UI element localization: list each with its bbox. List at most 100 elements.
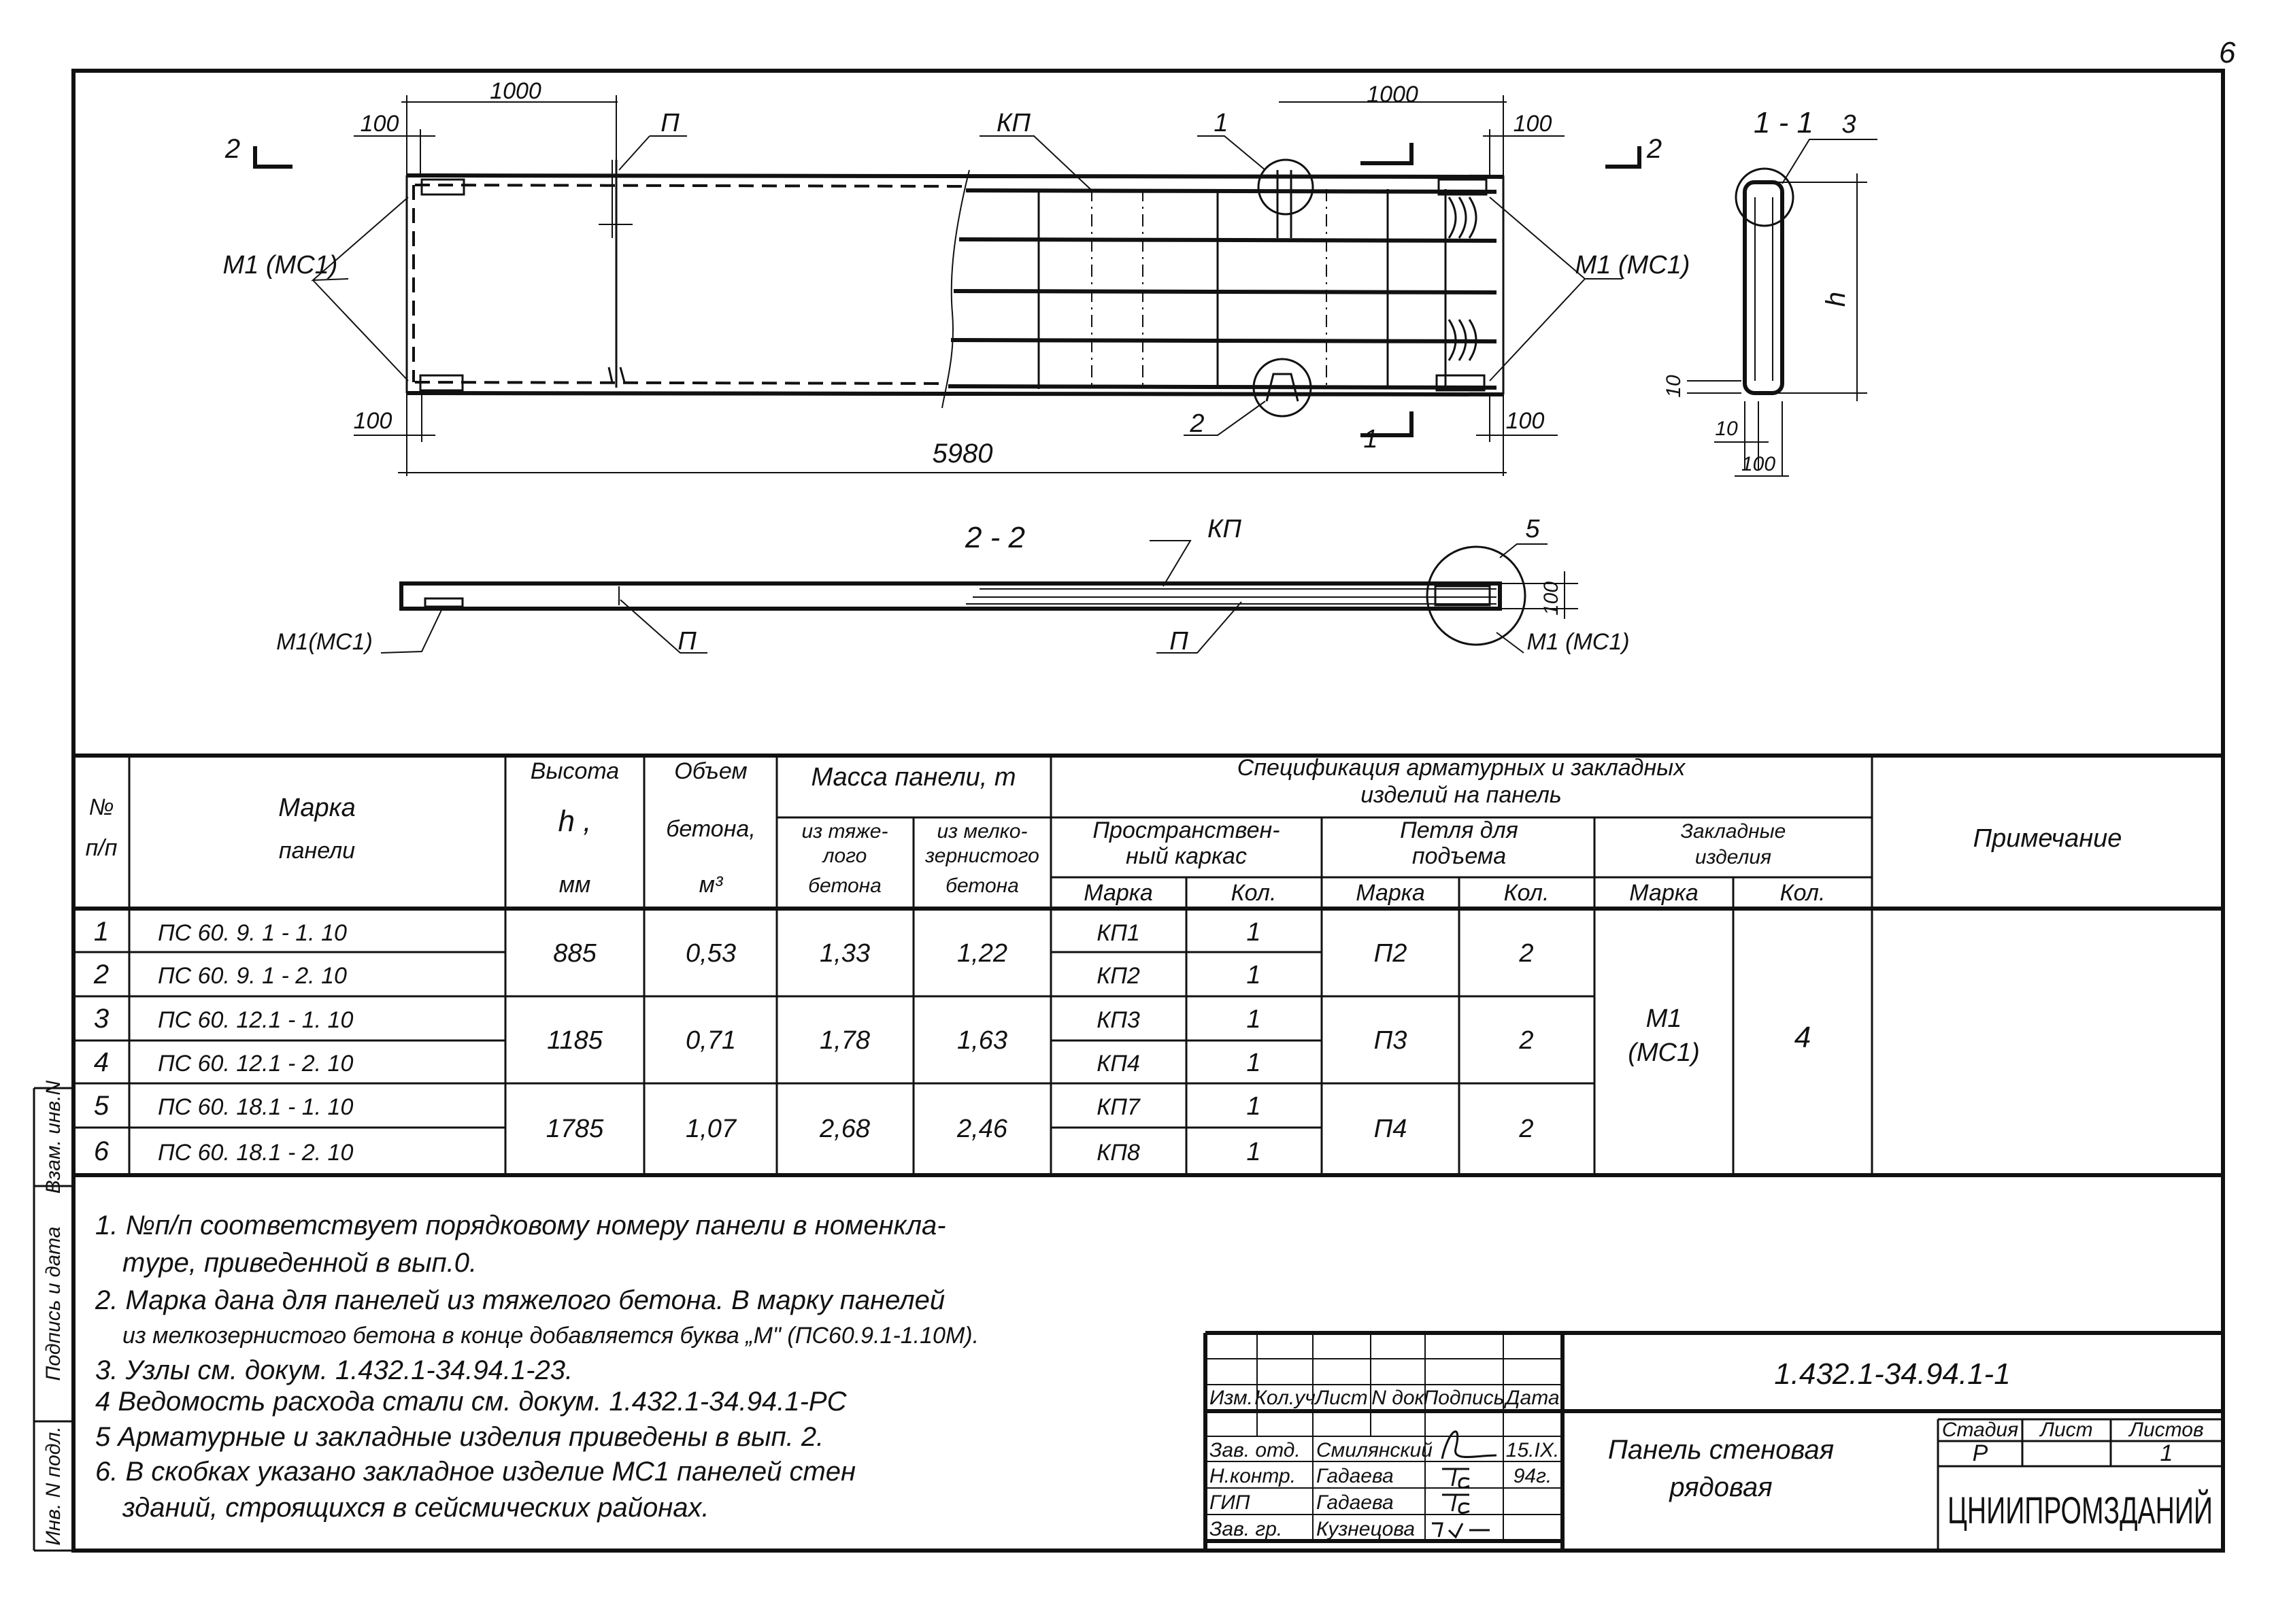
header-frame: Пространствен- bbox=[1092, 817, 1280, 843]
dimension-label: 1000 bbox=[490, 78, 541, 104]
callout-label-m1: М1 (МС1) bbox=[223, 251, 338, 280]
row-frame: КП7 bbox=[1097, 1094, 1141, 1120]
dimension-label: 100 bbox=[1514, 111, 1552, 137]
group-height: 1185 bbox=[547, 1026, 603, 1055]
header-mass-fine: из мелко- bbox=[937, 820, 1028, 843]
row-frame: КП4 bbox=[1097, 1051, 1140, 1077]
group-mass-fine: 1,22 bbox=[957, 939, 1007, 968]
group-volume: 0,53 bbox=[686, 939, 736, 968]
callout-label-m1: М1 (МС1) bbox=[1526, 629, 1629, 655]
note-line: 2. Марка дана для панелей из тяжелого бе… bbox=[95, 1285, 945, 1315]
sheet-label: Лист bbox=[2039, 1419, 2092, 1441]
embedded-qty: 4 bbox=[1794, 1021, 1811, 1054]
dimension-label: 100 bbox=[1506, 408, 1545, 434]
header-height-unit: мм bbox=[559, 872, 591, 898]
row-mark: ПС 60. 18.1 - 1. 10 bbox=[158, 1094, 353, 1120]
row-frame: КП2 bbox=[1097, 963, 1140, 989]
embedded-mark: (МС1) bbox=[1628, 1038, 1700, 1067]
group-loop: П2 bbox=[1374, 939, 1407, 968]
embedded-mark: М1 bbox=[1646, 1004, 1682, 1033]
note-line: 6. В скобках указано закладное изделие М… bbox=[95, 1457, 856, 1487]
header-spec: Спецификация арматурных и закладных bbox=[1237, 755, 1686, 781]
header-mark: Марка bbox=[278, 794, 355, 822]
reinforcement-cage-kp bbox=[948, 188, 1497, 390]
table-row: 6 ПС 60. 18.1 - 2. 10 КП8 1 bbox=[94, 1136, 1261, 1166]
row-frame-qty: 1 bbox=[1246, 1138, 1260, 1166]
stage-value: Р bbox=[1973, 1440, 1988, 1466]
callout-label-kp: КП bbox=[997, 109, 1031, 137]
note-line: 4 Ведомость расхода стали см. докум. 1.4… bbox=[95, 1387, 848, 1417]
dimension-label: 100 bbox=[354, 408, 392, 434]
table-row: 3 ПС 60. 12.1 - 1. 10 КП3 1 bbox=[94, 1004, 1261, 1034]
callout-label-p: П bbox=[678, 627, 697, 656]
sheets-value: 1 bbox=[2160, 1440, 2173, 1466]
section-2-2: 2 - 2 КП 5 100 М1(МС1) П П М1 (МС1) bbox=[276, 515, 1629, 656]
col-header: N док bbox=[1371, 1387, 1425, 1409]
col-header: Кол.уч bbox=[1254, 1387, 1316, 1409]
header-mass-fine: бетона bbox=[946, 875, 1019, 897]
title-block: 1.432.1-34.94.1-1 Панель стеновая рядова… bbox=[1203, 1331, 2223, 1551]
sheet-frame bbox=[71, 69, 2225, 1553]
section-1-1: 1 - 1 3 h 10 10 100 bbox=[1662, 106, 1877, 477]
section-mark-label: 2 bbox=[1646, 134, 1662, 164]
callout-label-node-5: 5 bbox=[1525, 515, 1540, 543]
row-num: 3 bbox=[94, 1004, 109, 1034]
section-mark-label: 2 bbox=[224, 134, 240, 164]
group-loop: П3 bbox=[1374, 1026, 1407, 1055]
row-num: 1 bbox=[94, 917, 109, 947]
header-volume-unit: м³ bbox=[699, 872, 724, 898]
group-loop-qty: 2 bbox=[1518, 939, 1533, 968]
header-volume: бетона, bbox=[666, 816, 756, 842]
row-num: 5 bbox=[94, 1091, 110, 1121]
signature-mark bbox=[1432, 1522, 1490, 1539]
dimension-label: 100 bbox=[1741, 453, 1775, 475]
row-mark: ПС 60. 18.1 - 2. 10 bbox=[158, 1140, 353, 1166]
group-mass-fine: 2,46 bbox=[956, 1115, 1008, 1143]
organization-logo: ЦНИИПРОМЗДАНИЙ bbox=[1947, 1489, 2213, 1532]
row-frame-qty: 1 bbox=[1246, 918, 1260, 947]
side-stamp-label: Инв. N подл. bbox=[42, 1426, 65, 1545]
group-mass-heavy: 1,78 bbox=[820, 1026, 870, 1055]
header-note: Примечание bbox=[1973, 824, 2122, 853]
signer-role: Зав. отд. bbox=[1209, 1439, 1301, 1461]
dimension-label-h: h bbox=[1821, 292, 1851, 307]
row-frame: КП8 bbox=[1097, 1140, 1140, 1166]
header-sub-mark: Марка bbox=[1356, 880, 1425, 906]
header-sub-qty: Кол. bbox=[1231, 880, 1277, 906]
row-num: 4 bbox=[94, 1047, 109, 1077]
page-number: 6 bbox=[2219, 36, 2236, 69]
node-2-callout bbox=[1252, 358, 1312, 418]
row-mark: ПС 60. 9. 1 - 2. 10 bbox=[158, 963, 347, 989]
row-frame: КП1 bbox=[1097, 920, 1140, 946]
panel-plan-view: 1000 100 П КП 1 1000 100 2 2 М1 (МС1) М1… bbox=[223, 78, 1690, 476]
signer-name: Гадаева bbox=[1316, 1491, 1394, 1514]
callout-label-node-2: 2 bbox=[1189, 409, 1204, 438]
row-mark: ПС 60. 9. 1 - 1. 10 bbox=[158, 920, 347, 946]
header-sub-qty: Кол. bbox=[1780, 880, 1826, 906]
callout-label-m1: М1 (МС1) bbox=[1575, 251, 1690, 280]
group-volume: 0,71 bbox=[686, 1026, 736, 1055]
header-embedded: Закладные bbox=[1681, 820, 1786, 843]
dimension-label: 100 bbox=[361, 111, 399, 137]
table-group: 885 0,53 1,33 1,22 П2 2 bbox=[553, 939, 1533, 968]
row-mark: ПС 60. 12.1 - 1. 10 bbox=[158, 1007, 353, 1033]
callout-label-p: П bbox=[1169, 627, 1188, 656]
header-sub-qty: Кол. bbox=[1504, 880, 1550, 906]
table-row: 5 ПС 60. 18.1 - 1. 10 КП7 1 bbox=[94, 1091, 1261, 1121]
sign-date: 15.IX. bbox=[1506, 1439, 1559, 1461]
callout-label-p: П bbox=[661, 109, 680, 137]
callout-label-node-1: 1 bbox=[1214, 109, 1228, 137]
drawing-title: Панель стеновая bbox=[1608, 1435, 1834, 1465]
embedded-item-m1 bbox=[419, 374, 464, 392]
group-loop: П4 bbox=[1374, 1115, 1407, 1143]
embedded-item-m1 bbox=[1435, 374, 1486, 392]
node-1-callout bbox=[1257, 158, 1314, 216]
table-row: 2 ПС 60. 9. 1 - 2. 10 КП2 1 bbox=[93, 960, 1261, 989]
row-mark: ПС 60. 12.1 - 2. 10 bbox=[158, 1051, 353, 1077]
signer-name: Кузнецова bbox=[1316, 1518, 1415, 1540]
row-frame-qty: 1 bbox=[1246, 961, 1260, 989]
header-mass-heavy: лого bbox=[822, 845, 867, 867]
signer-role: Зав. гр. bbox=[1209, 1518, 1282, 1540]
table-group: 1785 1,07 2,68 2,46 П4 2 bbox=[546, 1115, 1534, 1143]
